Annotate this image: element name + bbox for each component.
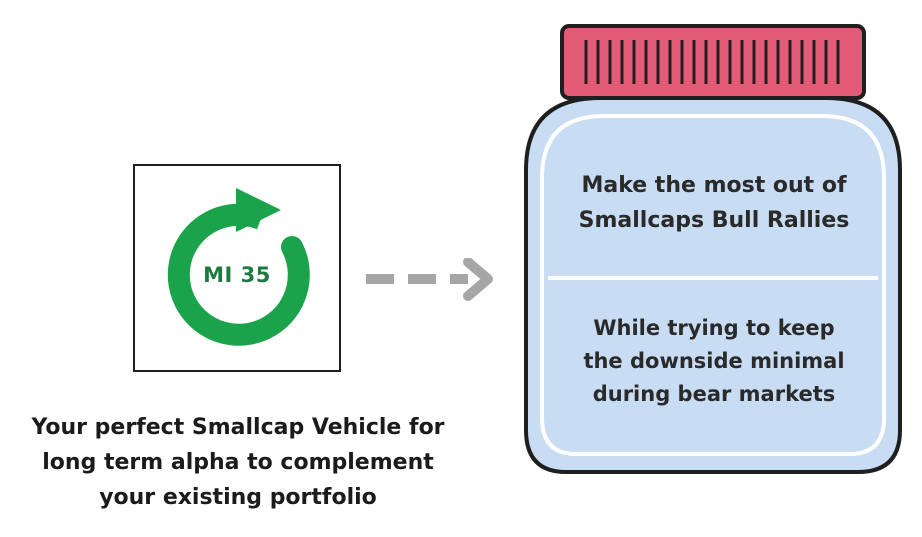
jar-bottom-line: during bear markets — [592, 382, 836, 406]
caption-line: Your perfect Smallcap Vehicle for — [31, 415, 445, 440]
caption-line: your existing portfolio — [99, 485, 377, 510]
jar-bottom-line: the downside minimal — [583, 349, 845, 373]
jar-top-line: Smallcaps Bull Rallies — [578, 208, 850, 233]
dashed-arrow-right-icon — [366, 258, 493, 301]
jar-bottom-text: While trying to keep the downside minima… — [545, 312, 883, 411]
caption: Your perfect Smallcap Vehicle for long t… — [10, 410, 466, 515]
jar-lid — [560, 24, 866, 100]
caption-line: long term alpha to complement — [42, 450, 434, 475]
jar-body — [524, 96, 902, 474]
jar-lid-ridges — [584, 40, 840, 84]
mi35-logo-box: MI 35 — [133, 164, 341, 372]
jar-highlight — [540, 114, 886, 456]
logo-label: MI 35 — [203, 263, 271, 287]
circular-arrow-icon — [167, 188, 310, 346]
jar-top-text: Make the most out of Smallcaps Bull Rall… — [545, 168, 883, 238]
jar-bottom-line: While trying to keep — [593, 316, 835, 340]
jar-top-line: Make the most out of — [581, 173, 847, 198]
